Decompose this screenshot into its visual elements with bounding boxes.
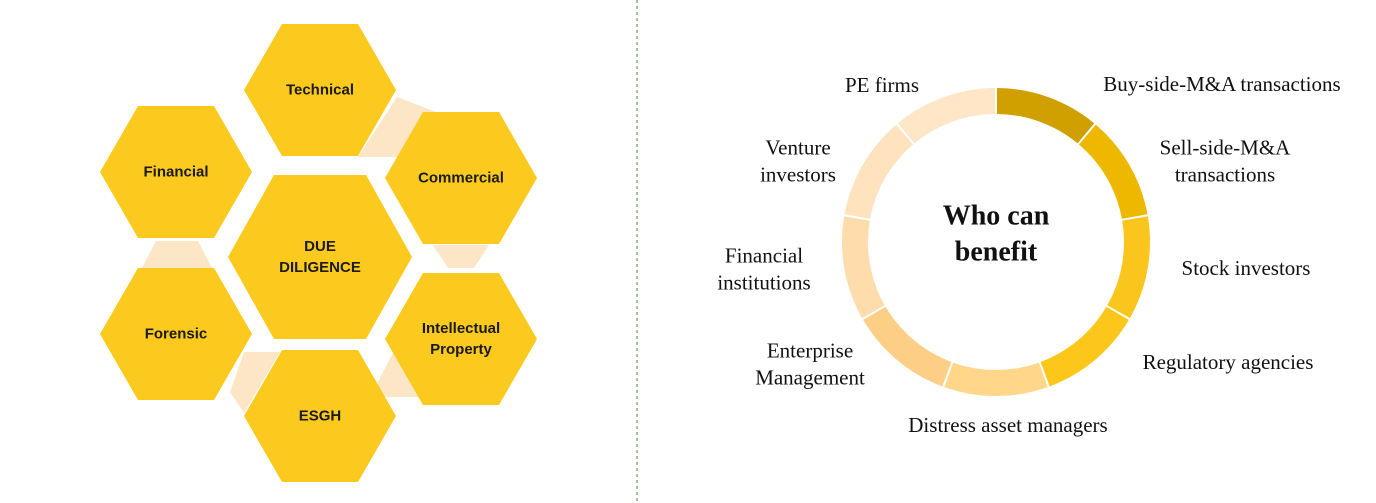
- ring-segment-regulatory-agencies: [1040, 306, 1129, 387]
- ring-segments: [842, 88, 1150, 396]
- hex-connector: [230, 352, 280, 413]
- ring-label-venture-investors-line: investors: [760, 163, 836, 187]
- ring-label-stock-investors: Stock investors: [1182, 256, 1311, 280]
- ring-label-buy-side: Buy-side-M&A transactions: [1103, 72, 1340, 96]
- ring-center-title-line: Who can: [943, 201, 1050, 232]
- hex-commercial-label-line: Commercial: [418, 170, 504, 187]
- hex-financial-label: Financial: [143, 164, 208, 181]
- hex-center-label-line: DUE: [304, 238, 336, 255]
- ring-label-pe-firms-line: PE firms: [845, 73, 919, 97]
- ring-label-venture-investors-line: Venture: [765, 136, 830, 160]
- due-diligence-hex-diagram: DUE DILIGENCE TechnicalCommercialIntellect…: [100, 24, 537, 482]
- ring-label-stock-investors-line: Stock investors: [1182, 256, 1311, 280]
- hex-financial: [100, 106, 252, 238]
- ring-segment-financial-institutions: [842, 216, 885, 319]
- ring-label-regulatory-agencies-line: Regulatory agencies: [1143, 350, 1314, 374]
- ring-label-distress-asset-managers-line: Distress asset managers: [908, 413, 1107, 437]
- hex-technical-label-line: Technical: [286, 82, 354, 99]
- ring-label-sell-side-line: transactions: [1175, 163, 1275, 187]
- hex-esgh: [244, 350, 396, 482]
- ring-label-venture-investors: Venture investors: [760, 136, 836, 187]
- ring-segment-distress-asset-managers: [944, 362, 1048, 396]
- hex-center-label-line: DILIGENCE: [279, 259, 361, 276]
- hex-center-label: DUE DILIGENCE: [279, 238, 361, 276]
- hex-esgh-label: ESGH: [299, 408, 342, 425]
- ring-center-text: Who can benefit: [943, 201, 1050, 268]
- ring-label-enterprise-management-line: Management: [755, 366, 865, 390]
- ring-center-title: Who can benefit: [943, 201, 1050, 268]
- hex-connector: [433, 245, 489, 268]
- hex-cells: DUE DILIGENCE TechnicalCommercialIntellect…: [100, 24, 537, 482]
- hex-intellectual-property-label-line: Property: [430, 341, 492, 358]
- hex-intellectual-property: [385, 273, 537, 405]
- ring-label-financial-institutions-line: Financial: [725, 244, 803, 268]
- ring-center-title-line: benefit: [955, 237, 1038, 268]
- hex-forensic-label: Forensic: [145, 326, 208, 343]
- hex-commercial-label: Commercial: [418, 170, 504, 187]
- ring-segment-pe-firms: [897, 88, 996, 144]
- hex-technical: [244, 24, 396, 156]
- ring-segment-buy-side: [996, 88, 1095, 144]
- hex-financial-label-line: Financial: [143, 164, 208, 181]
- hex-connector: [358, 97, 436, 157]
- hex-intellectual-property-label-line: Intellectual: [422, 320, 500, 337]
- hex-connector: [142, 241, 212, 268]
- hex-technical-label: Technical: [286, 82, 354, 99]
- hex-commercial: [385, 112, 537, 244]
- ring-segment-stock-investors: [1107, 216, 1150, 319]
- hex-forensic: [100, 268, 252, 400]
- ring-label-distress-asset-managers: Distress asset managers: [908, 413, 1107, 437]
- ring-label-sell-side: Sell-side-M&A transactions: [1160, 136, 1291, 187]
- ring-segment-enterprise-management: [863, 306, 952, 387]
- hex-esgh-label-line: ESGH: [299, 408, 342, 425]
- ring-label-regulatory-agencies: Regulatory agencies: [1143, 350, 1314, 374]
- hex-forensic-label-line: Forensic: [145, 326, 208, 343]
- ring-label-enterprise-management-line: Enterprise: [767, 339, 853, 363]
- ring-label-financial-institutions-line: institutions: [717, 271, 810, 295]
- ring-segment-venture-investors: [844, 124, 914, 219]
- ring-label-pe-firms: PE firms: [845, 73, 919, 97]
- ring-label-financial-institutions: Financial institutions: [717, 244, 810, 295]
- hex-due-diligence-center: [228, 175, 412, 339]
- ring-label-buy-side-line: Buy-side-M&A transactions: [1103, 72, 1340, 96]
- ring-segment-sell-side: [1078, 124, 1148, 219]
- ring-label-sell-side-line: Sell-side-M&A: [1160, 136, 1291, 160]
